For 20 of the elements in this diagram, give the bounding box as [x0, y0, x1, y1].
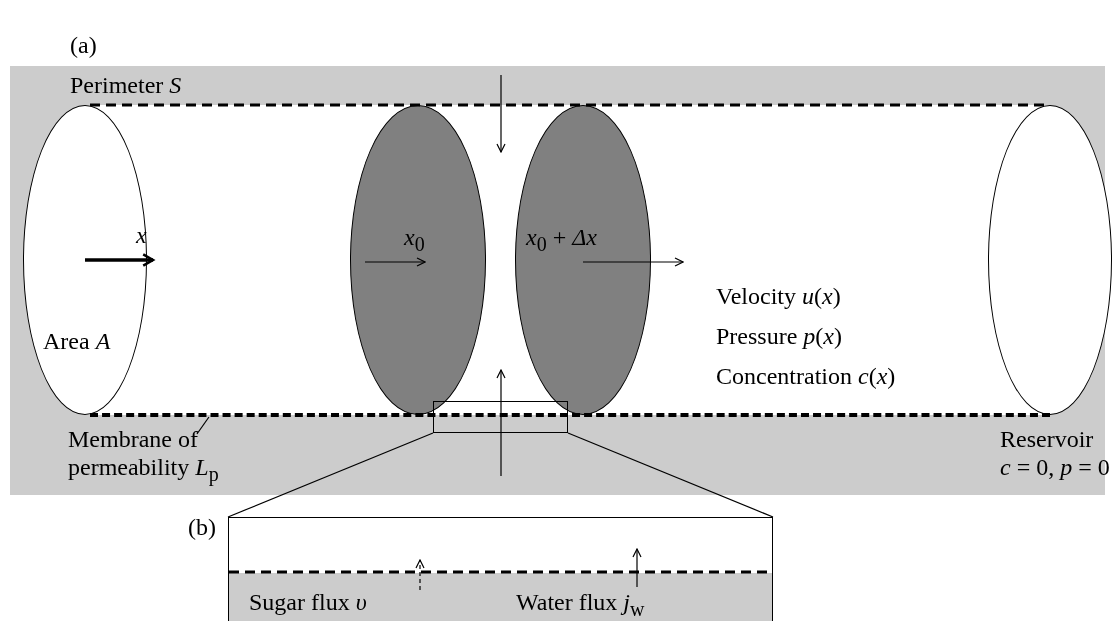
- leader-line: [196, 416, 210, 435]
- zoom-box: [433, 401, 568, 433]
- zoom-line: [567, 432, 774, 518]
- flux-label: Sugar flux υ: [249, 589, 367, 617]
- text-label: Velocity u(x): [716, 283, 841, 311]
- text-label: Concentration c(x): [716, 363, 896, 391]
- panel-label: (a): [70, 32, 97, 60]
- membrane-label: Membrane of permeability L$_{p}$: [68, 426, 220, 486]
- section-label: x$_{0}$: [404, 224, 425, 256]
- zoom-line: [227, 432, 434, 518]
- membrane-dashed-line: [90, 413, 1050, 417]
- section-label: Area A: [43, 328, 111, 356]
- flux-label: Water flux j$_{w}$: [516, 589, 645, 621]
- text-label: Pressure p(x): [716, 323, 842, 351]
- axis-label: x: [136, 222, 147, 250]
- inset-panel: [228, 517, 773, 621]
- section-label: x$_{0}$ + Δx: [526, 224, 597, 256]
- panel-label: (b): [188, 514, 216, 542]
- text-label: Perimeter S: [70, 72, 182, 100]
- reservoir-label: Reservoir c = 0, p = 0: [1000, 426, 1110, 482]
